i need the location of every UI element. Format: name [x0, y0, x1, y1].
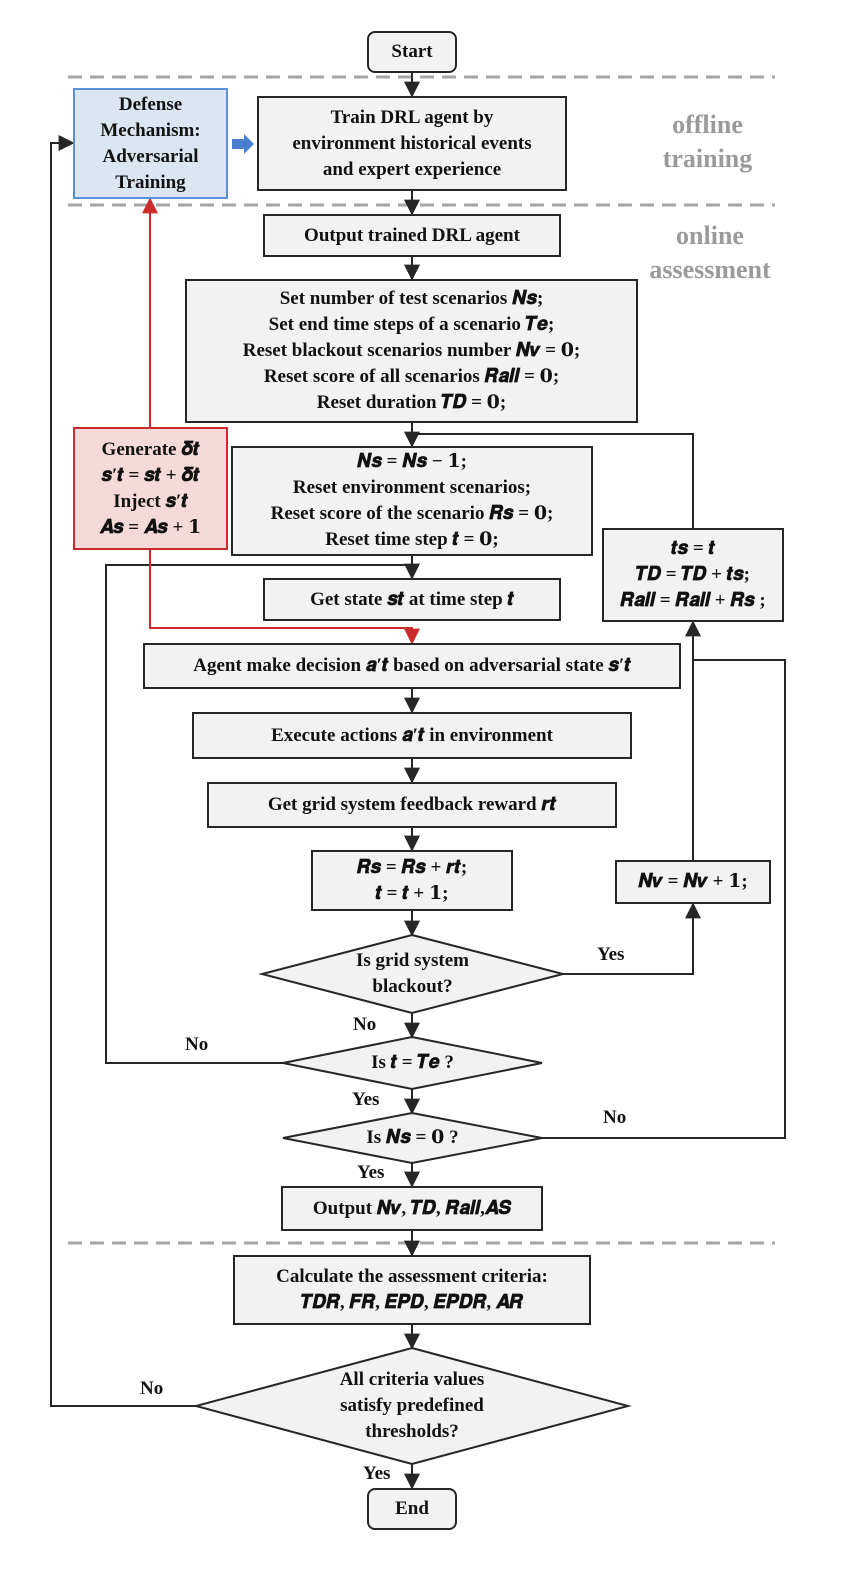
agent-decision-node: Agent make decision 𝒂′𝒕 based on adversa… — [143, 643, 681, 689]
defense-mechanism-node: Defense Mechanism: Adversarial Training — [73, 88, 228, 199]
label-blackout-yes: Yes — [597, 944, 625, 965]
label-t-no: No — [185, 1034, 209, 1055]
ns-check-decision: Is 𝑵𝒔 = 𝟎 ? — [366, 1127, 459, 1148]
reward-update-node: 𝑹𝒔 = 𝑹𝒔 + 𝒓𝒕; 𝒕 = 𝒕 + 𝟏; — [311, 850, 513, 911]
feedback-reward-node: Get grid system feedback reward 𝒓𝒕 — [207, 782, 617, 828]
diamond-shapes — [192, 933, 632, 1466]
train-agent-node: Train DRL agent by environment historica… — [257, 96, 567, 191]
reset-scenario-node: 𝑵𝒔 = 𝑵𝒔 − 𝟏; Reset environment scenarios… — [231, 446, 593, 556]
arrows — [50, 73, 786, 1490]
criteria-decision: All criteria values satisfy predefined t… — [339, 1369, 485, 1442]
start-node: Start — [367, 31, 457, 73]
label-criteria-no: No — [140, 1378, 164, 1399]
generate-perturbation-node: Generate 𝜹𝒕 𝒔′𝒕 = 𝒔𝒕 + 𝜹𝒕 Inject 𝒔′𝒕 𝑨𝒔 … — [73, 427, 228, 550]
adversarial-arrows — [142, 197, 420, 645]
get-state-node: Get state 𝒔𝒕 at time step 𝒕 — [263, 578, 561, 621]
nv-update-node: 𝑵𝒗 = 𝑵𝒗 + 𝟏; — [615, 860, 771, 904]
label-blackout-no: No — [353, 1014, 377, 1035]
block-arrow-defense-to-train — [232, 134, 254, 154]
t-check-decision: Is 𝒕 = 𝑻𝒆 ? — [371, 1052, 454, 1073]
section-label-online: online assessment — [649, 221, 771, 284]
label-ns-no: No — [603, 1107, 627, 1128]
label-criteria-yes: Yes — [363, 1463, 391, 1484]
update-totals-node: 𝒕𝒔 = 𝒕 𝑻𝑫 = 𝑻𝑫 + 𝒕𝒔; 𝑹𝒂𝒍𝒍 = 𝑹𝒂𝒍𝒍 + 𝑹𝒔 ; — [602, 528, 784, 622]
label-ns-yes: Yes — [357, 1162, 385, 1183]
output-results-node: Output 𝑵𝒗, 𝑻𝑫, 𝑹𝒂𝒍𝒍,𝑨𝑺 — [281, 1186, 543, 1231]
execute-actions-node: Execute actions 𝒂′𝒕 in environment — [192, 712, 632, 759]
blackout-decision: Is grid system blackout? — [356, 950, 469, 997]
setup-parameters-node: Set number of test scenarios 𝑵𝒔; Set end… — [185, 279, 638, 423]
section-dividers — [68, 75, 775, 1245]
label-t-yes: Yes — [352, 1089, 380, 1110]
end-node: End — [367, 1488, 457, 1530]
output-trained-agent-node: Output trained DRL agent — [263, 214, 561, 257]
calculate-criteria-node: Calculate the assessment criteria: 𝑻𝑫𝑹, … — [233, 1255, 591, 1325]
section-label-offline: offline training — [662, 110, 753, 173]
